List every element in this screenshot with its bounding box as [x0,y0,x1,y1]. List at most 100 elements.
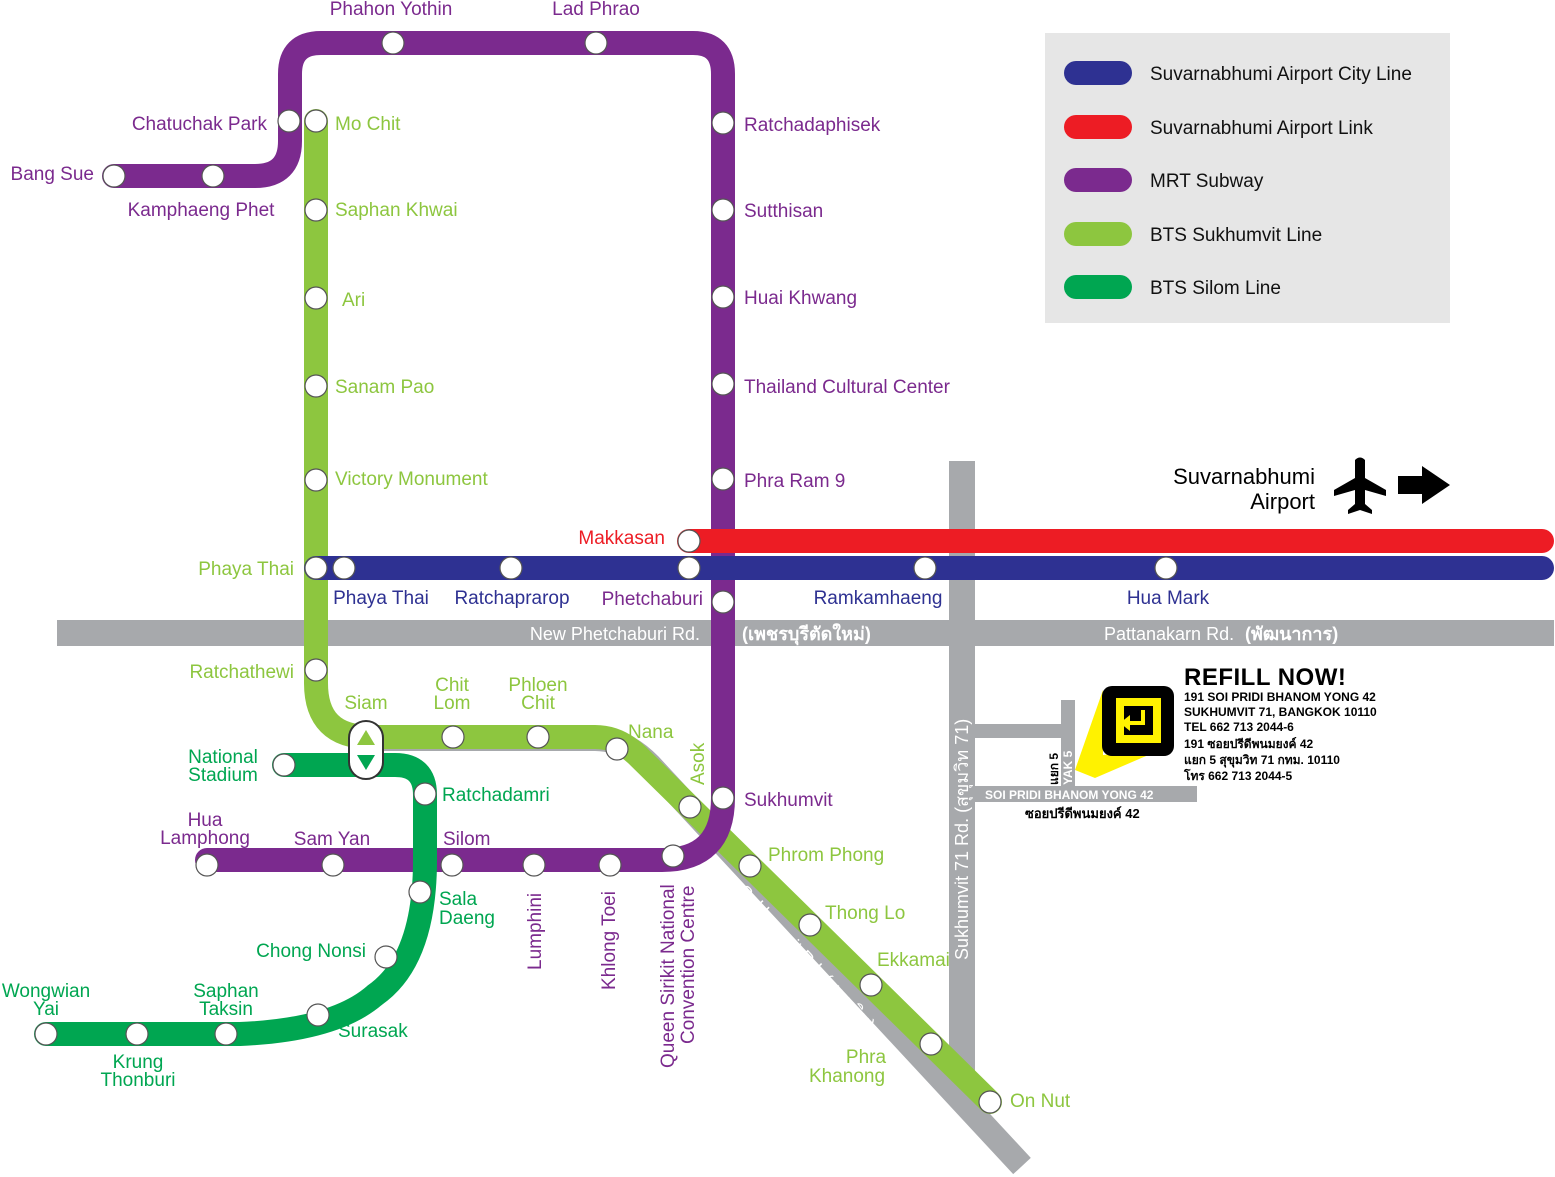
station-sutthisan[interactable] [711,198,735,222]
station-nana[interactable] [605,737,629,761]
station-ratchadamri[interactable] [413,782,437,806]
station-phetchaburi-cityline[interactable] [677,556,701,580]
legend-swatch [1064,222,1132,246]
label-sala-daeng-1: Sala [439,889,477,910]
station-krung-thonburi[interactable] [125,1022,149,1046]
label-hua-lamphong-1: Hua [188,810,223,831]
label-victory-monument: Victory Monument [335,469,488,490]
station-lad-phrao[interactable] [584,31,608,55]
airplane-icon [1334,457,1386,514]
mrt-line [102,31,735,872]
station-kamphaeng-phet[interactable] [201,164,225,188]
station-hua-lamphong[interactable] [195,853,219,877]
station-ratchadaphisek[interactable] [711,111,735,135]
station-hua-mark[interactable] [1154,556,1178,580]
triangle-up-icon [357,730,375,745]
label-ari: Ari [342,290,365,311]
road-label-yak5: YAK 5 [1061,750,1075,785]
road-label-new-phetchaburi-thai: (เพชรบุรีตัดใหม่) [742,623,871,646]
station-phetchaburi-mrt[interactable] [711,590,735,614]
label-thong-lo: Thong Lo [825,903,905,924]
refill-logo-arrow [1120,710,1145,731]
legend-label: Suvarnabhumi Airport Link [1150,118,1373,139]
station-national-stadium[interactable] [272,753,296,777]
label-saphan-taksin-1: Saphan [193,981,259,1002]
station-ari[interactable] [304,286,328,310]
label-sanam-pao: Sanam Pao [335,377,434,398]
siam-interchange-box [348,720,384,780]
station-ratchathewi[interactable] [304,658,328,682]
station-thailand-cultural-center[interactable] [711,372,735,396]
label-ratchadamri: Ratchadamri [442,785,550,806]
road-label-new-phetchaburi: New Phetchaburi Rd. [530,624,700,644]
station-surasak[interactable] [306,1003,330,1027]
legend-label: Suvarnabhumi Airport City Line [1150,64,1412,85]
station-ramkamhaeng[interactable] [913,556,937,580]
siam-interchange[interactable] [348,720,384,780]
label-sukhumvit: Sukhumvit [744,790,833,811]
label-wongwian-yai-2: Yai [33,999,59,1020]
label-phra-khanong-2: Khanong [809,1066,885,1087]
label-chong-nonsi: Chong Nonsi [256,941,366,962]
station-markers [34,31,1178,1114]
station-khlong-toei[interactable] [598,853,622,877]
station-ekkamai[interactable] [859,973,883,997]
station-phaya-thai-bts[interactable] [304,556,328,580]
label-chit-lom-2: Lom [434,693,471,714]
station-victory-monument[interactable] [304,468,328,492]
legend-item-airport-link: Suvarnabhumi Airport Link [1064,115,1373,139]
station-lumphini[interactable] [522,853,546,877]
refill-address-line-3: TEL 662 713 2044-6 [1184,720,1294,734]
label-chatuchak-park: Chatuchak Park [132,114,268,135]
label-wongwian-yai-1: Wongwian [2,981,90,1002]
label-national-stadium-2: Stadium [188,765,258,786]
station-saphan-taksin[interactable] [214,1022,238,1046]
city-line-labels: Phaya Thai Ratchaprarop Ramkamhaeng Hua … [333,588,1210,609]
legend-label: BTS Silom Line [1150,278,1281,299]
soi-pridi-road [975,724,1063,738]
label-ekkamai: Ekkamai [877,950,950,971]
station-sam-yan[interactable] [321,853,345,877]
label-krung-thonburi-2: Thonburi [101,1070,176,1091]
station-phra-khanong[interactable] [919,1032,943,1056]
legend-swatch [1064,168,1132,192]
legend-swatch [1064,115,1132,139]
label-silom: Silom [443,829,491,850]
label-makkasan: Makkasan [578,528,665,549]
label-krung-thonburi-1: Krung [113,1052,164,1073]
station-bang-sue[interactable] [102,164,126,188]
station-chong-nonsi[interactable] [374,945,398,969]
station-wongwian-yai[interactable] [34,1022,58,1046]
station-phahon-yothin[interactable] [381,31,405,55]
label-sala-daeng-2: Daeng [439,908,495,929]
label-bang-sue: Bang Sue [11,164,94,185]
station-sala-daeng[interactable] [408,880,432,904]
station-on-nut[interactable] [978,1090,1002,1114]
label-sutthisan: Sutthisan [744,201,823,222]
station-asok[interactable] [678,795,702,819]
refill-title: REFILL NOW! [1184,664,1346,691]
station-chit-lom[interactable] [441,725,465,749]
station-ratchaprarop[interactable] [499,556,523,580]
station-mo-chit[interactable] [304,109,328,133]
refill-address-line-4: 191 ซอยปรีดีพนมยงค์ 42 [1184,737,1314,751]
road-label-pattanakarn: Pattanakarn Rd. [1104,624,1234,644]
station-phra-ram-9[interactable] [711,467,735,491]
station-thong-lo[interactable] [798,913,822,937]
road-label-sukhumvit-71: Sukhumvit 71 Rd. (สุขุมวิท 71) [952,719,973,960]
label-phetchaburi-mrt: Phetchaburi [602,589,703,610]
station-phloen-chit[interactable] [526,725,550,749]
station-sanam-pao[interactable] [304,374,328,398]
station-silom[interactable] [440,853,464,877]
station-queen-sirikit[interactable] [661,844,685,868]
station-phaya-thai-cityline[interactable] [332,556,356,580]
station-saphan-khwai[interactable] [304,198,328,222]
station-huai-khwang[interactable] [711,285,735,309]
station-phrom-phong[interactable] [738,854,762,878]
station-chatuchak-park[interactable] [277,109,301,133]
label-nana: Nana [628,722,674,743]
refill-address-line-2: SUKHUMVIT 71, BANGKOK 10110 [1184,705,1377,719]
station-sukhumvit[interactable] [711,786,735,810]
legend-label: MRT Subway [1150,171,1264,192]
station-makkasan[interactable] [677,529,701,553]
